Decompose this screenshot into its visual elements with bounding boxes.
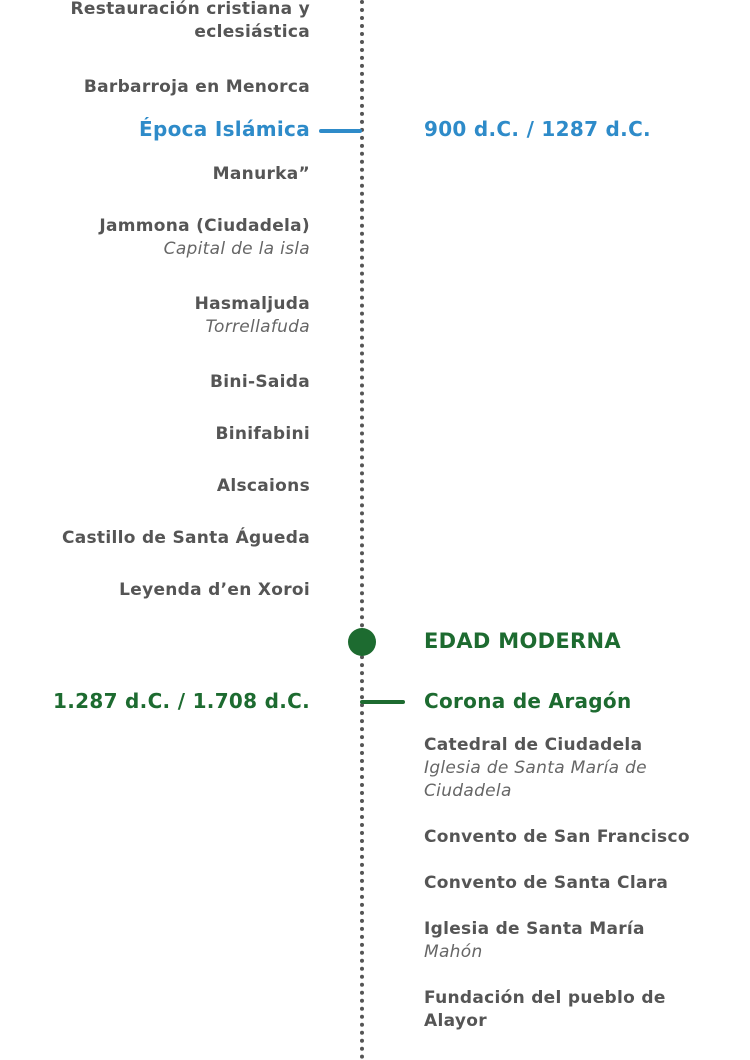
era-label-islamica: Época Islámica (139, 118, 310, 141)
islamic-era-marker (319, 129, 362, 133)
left-item-bini-saida: Bini-Saida (210, 371, 310, 394)
left-item-alscaions: Alscaions (217, 475, 310, 498)
timeline-axis (360, 0, 364, 1060)
era-title: Época Islámica (139, 117, 310, 141)
left-item-title: Jammona (Ciudadela) (99, 216, 310, 236)
left-item-hasmaljuda: Hasmaljuda Torrellafuda (195, 293, 310, 339)
aragon-era-marker (360, 700, 405, 704)
right-item-title: Iglesia de Santa María (424, 919, 645, 939)
right-item-title: Convento de San Francisco (424, 827, 690, 847)
right-item-title: Catedral de Ciudadela (424, 735, 643, 755)
right-item-title-cont: Alayor (424, 1011, 487, 1031)
left-item-jammona: Jammona (Ciudadela) Capital de la isla (99, 215, 310, 261)
era-heading-edad-moderna: EDAD MODERNA (424, 630, 621, 653)
right-item-santa-maria: Iglesia de Santa María Mahón (424, 918, 645, 964)
era-heading: EDAD MODERNA (424, 629, 621, 653)
era-date: 1.287 d.C. / 1.708 d.C. (53, 689, 310, 713)
right-item-title: Convento de Santa Clara (424, 873, 669, 893)
left-item-title: Bini-Saida (210, 372, 310, 392)
right-item-title: Fundación del pueblo de (424, 988, 666, 1008)
left-item-subtitle: Capital de la isla (163, 239, 310, 259)
right-item-subtitle: Mahón (424, 942, 483, 962)
right-item-subtitle: Iglesia de Santa María de (424, 758, 647, 778)
right-item-subtitle-cont: Ciudadela (424, 781, 512, 801)
left-item-title: Castillo de Santa Águeda (61, 528, 310, 548)
left-item-xoroi: Leyenda d’en Xoroi (119, 579, 310, 602)
left-item-title: Alscaions (216, 476, 310, 496)
left-item-title-cont: eclesiástica (194, 22, 310, 42)
left-item-barbarroja: Barbarroja en Menorca (84, 76, 310, 99)
right-item-catedral: Catedral de Ciudadela Iglesia de Santa M… (424, 734, 647, 803)
left-item-manurka: Manurka” (213, 163, 310, 186)
right-item-san-francisco: Convento de San Francisco (424, 826, 690, 849)
era-label-aragon: Corona de Aragón (424, 690, 632, 713)
left-item-binifabini: Binifabini (215, 423, 310, 446)
era-date-aragon: 1.287 d.C. / 1.708 d.C. (53, 690, 310, 713)
left-item-title: Manurka” (212, 164, 310, 184)
era-date-islamica: 900 d.C. / 1287 d.C. (424, 118, 651, 141)
left-item-subtitle: Torrellafuda (205, 317, 310, 337)
era-date: 900 d.C. / 1287 d.C. (424, 117, 651, 141)
left-item-restauracion: Restauración cristiana y eclesiástica (70, 0, 310, 44)
left-item-title: Hasmaljuda (194, 294, 310, 314)
era-title: Corona de Aragón (424, 689, 632, 713)
right-item-alayor: Fundación del pueblo de Alayor (424, 987, 666, 1033)
left-item-title: Binifabini (215, 424, 310, 444)
right-item-santa-clara: Convento de Santa Clara (424, 872, 668, 895)
left-item-title: Barbarroja en Menorca (83, 77, 310, 97)
left-item-santa-agueda: Castillo de Santa Águeda (62, 527, 310, 550)
modern-age-dot (348, 628, 376, 656)
left-item-title: Leyenda d’en Xoroi (119, 580, 310, 600)
left-item-title: Restauración cristiana y (70, 0, 310, 19)
